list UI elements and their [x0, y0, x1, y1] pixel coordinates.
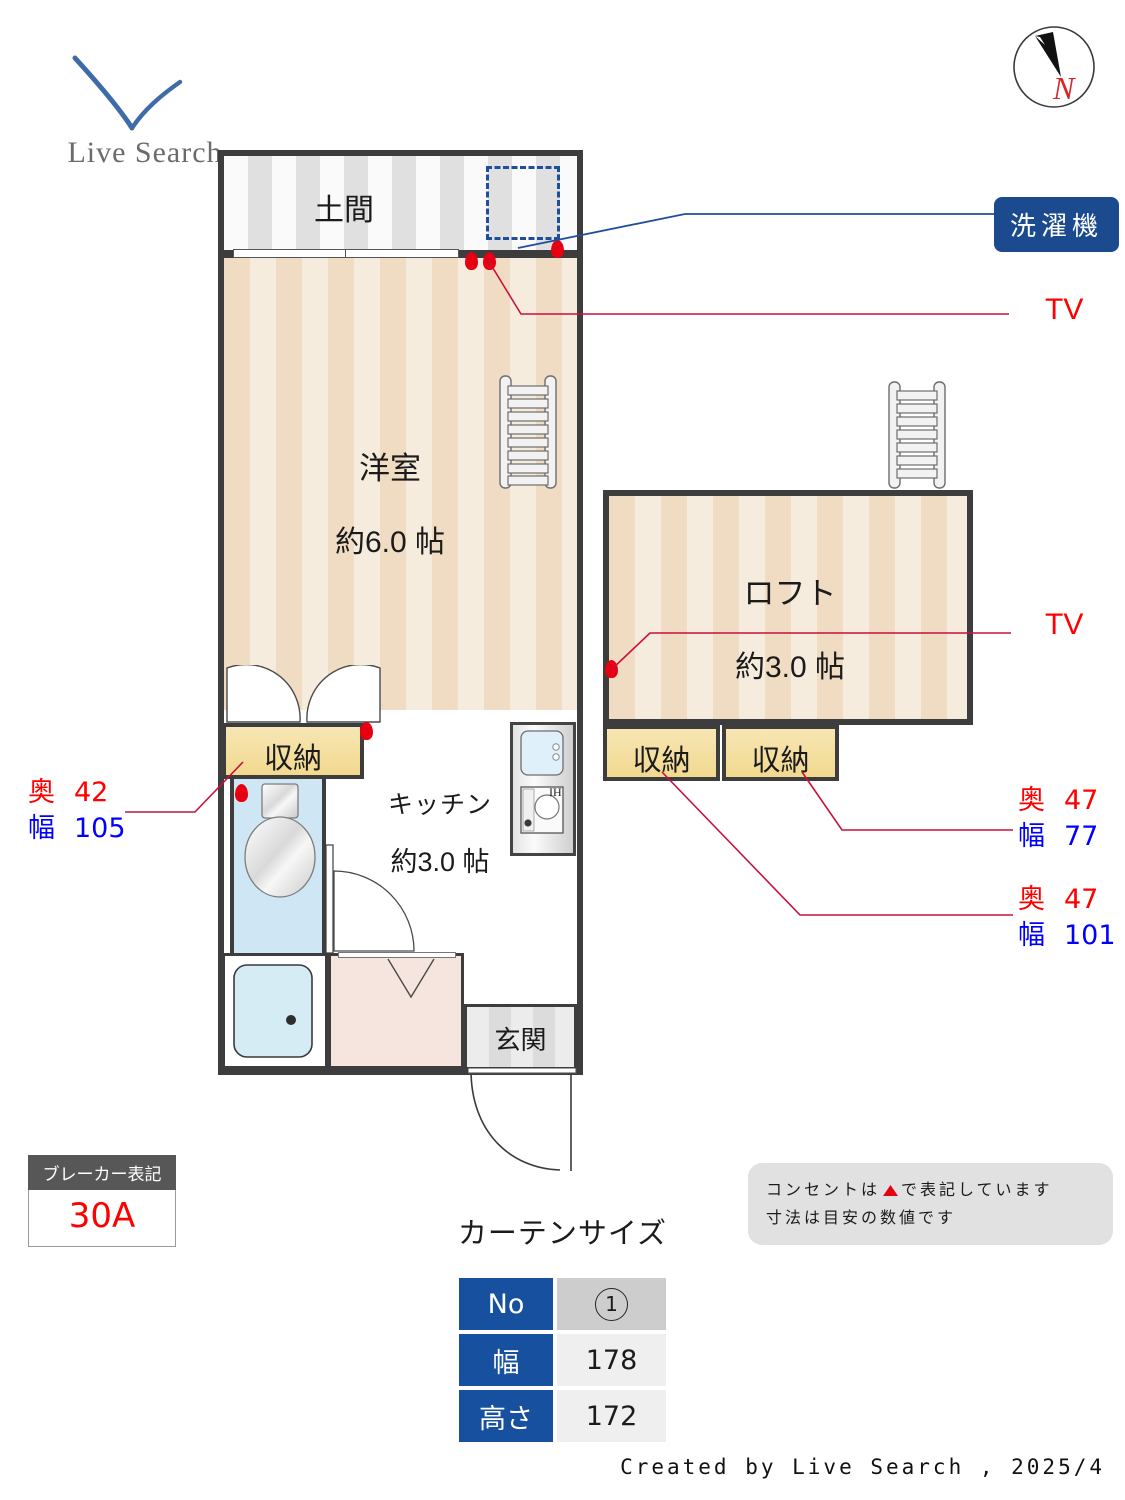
curtain-row-value-width: 178 [557, 1334, 666, 1386]
depth-label: 奥 [28, 777, 55, 808]
washroom-doorway [338, 952, 456, 958]
loft-closet-right [722, 725, 839, 781]
width-value: 105 [74, 812, 126, 844]
closet-door-swing-icon [226, 665, 381, 723]
room-doma-label: 土間 [314, 194, 374, 227]
loft-closet-left [603, 725, 720, 781]
room-kitchen-area: 約3.0 帖 [390, 847, 490, 877]
loft-ladder-icon [499, 375, 557, 489]
loft-ladder-icon-2 [888, 381, 946, 489]
dimension-loft-closet-left: 奥 47 幅 101 [1018, 882, 1116, 953]
window-sash-split [345, 249, 347, 258]
breaker-value: 30A [28, 1190, 176, 1247]
legend-note-line-2: 寸法は目安の数値です [766, 1208, 957, 1227]
main-closet-leader-line [125, 761, 244, 813]
room-doma [224, 156, 577, 252]
legend-note-line-1-post: で表記しています [901, 1180, 1053, 1199]
curtain-row-label-width: 幅 [459, 1334, 553, 1386]
breaker-box: ブレーカー表記 30A [28, 1155, 176, 1247]
curtain-title: カーテンサイズ [457, 1216, 668, 1250]
tv-leader-line-2 [610, 632, 1011, 671]
room-genkan [464, 1004, 577, 1070]
loft-closet-left-leader-line [661, 771, 1013, 916]
outlet-marker [465, 252, 478, 270]
dimension-main-closet: 奥 42 幅 105 [28, 775, 126, 846]
curtain-row-label-no: No [459, 1278, 553, 1330]
legend-note-line-1-pre: コンセントは [766, 1180, 881, 1199]
width-label: 幅 [28, 812, 55, 844]
loft-closet-left-label: 収納 [632, 745, 691, 777]
width-value: 101 [1064, 919, 1116, 951]
depth-value: 47 [1064, 785, 1099, 816]
svg-text:IH: IH [549, 785, 562, 799]
toilet-icon [244, 783, 316, 898]
footer-credit: Created by Live Search , 2025/4 [620, 1455, 1105, 1479]
legend-note: コンセントは で表記しています 寸法は目安の数値です [748, 1163, 1113, 1245]
curtain-row-value-height: 172 [557, 1390, 666, 1442]
table-row: 幅 178 [459, 1334, 666, 1386]
tv-label-2: TV [1045, 608, 1084, 641]
brand-name: Live Search [67, 136, 223, 169]
closet-main-label: 収納 [263, 743, 322, 775]
depth-label: 奥 [1018, 884, 1045, 915]
outlet-triangle-icon [883, 1185, 899, 1196]
brand-logo: Live Search [40, 40, 270, 180]
room-living-label: 洋室 [359, 451, 421, 486]
depth-value: 47 [1064, 884, 1099, 915]
outlet-marker [235, 784, 248, 802]
front-door-swing-icon [468, 1068, 577, 1171]
outlet-marker [360, 722, 373, 740]
curtain-row-label-height: 高さ [459, 1390, 553, 1442]
closet-main [222, 723, 364, 779]
kitchen-sink-and-stove-icon: IH [520, 730, 564, 834]
breaker-title: ブレーカー表記 [28, 1155, 176, 1190]
outlet-marker [551, 240, 564, 258]
tv-label-1: TV [1045, 293, 1084, 326]
loft-closet-right-label: 収納 [751, 745, 810, 777]
washer-label: 洗濯機 [993, 197, 1119, 252]
bathtub-icon [233, 964, 313, 1058]
tv-leader-line-1 [487, 259, 1009, 315]
legend-note-line-1: コンセントは で表記しています [766, 1176, 1095, 1204]
loft-outline [603, 490, 973, 725]
width-value: 77 [1064, 820, 1099, 852]
room-loft-label: ロフト [743, 576, 837, 611]
room-kitchen-label: キッチン [387, 791, 492, 819]
loft-closet-right-leader-line [801, 771, 1013, 831]
width-label: 幅 [1018, 820, 1045, 852]
washroom-door-icon [387, 958, 435, 999]
washer-leader-line [517, 213, 1003, 249]
room-loft-area: 約3.0 帖 [734, 651, 846, 684]
dimension-loft-closet-right: 奥 47 幅 77 [1018, 783, 1098, 854]
curtain-row-value-no: 1 [557, 1278, 666, 1330]
depth-label: 奥 [1018, 785, 1045, 816]
compass-north-label: N [1053, 70, 1075, 106]
compass-rose: N [1005, 18, 1103, 116]
table-row: 高さ 172 [459, 1390, 666, 1442]
table-row: No 1 [459, 1278, 666, 1330]
curtain-size-table: カーテンサイズ No 1 幅 178 高さ 172 [455, 1210, 670, 1446]
depth-value: 42 [74, 777, 109, 808]
room-living-area: 約6.0 帖 [334, 526, 446, 559]
logo-swoosh-icon [72, 55, 183, 131]
washer-zone-marker [486, 166, 560, 240]
curtain-window-number: 1 [595, 1288, 628, 1321]
room-genkan-label: 玄関 [494, 1025, 547, 1055]
width-label: 幅 [1018, 919, 1045, 951]
